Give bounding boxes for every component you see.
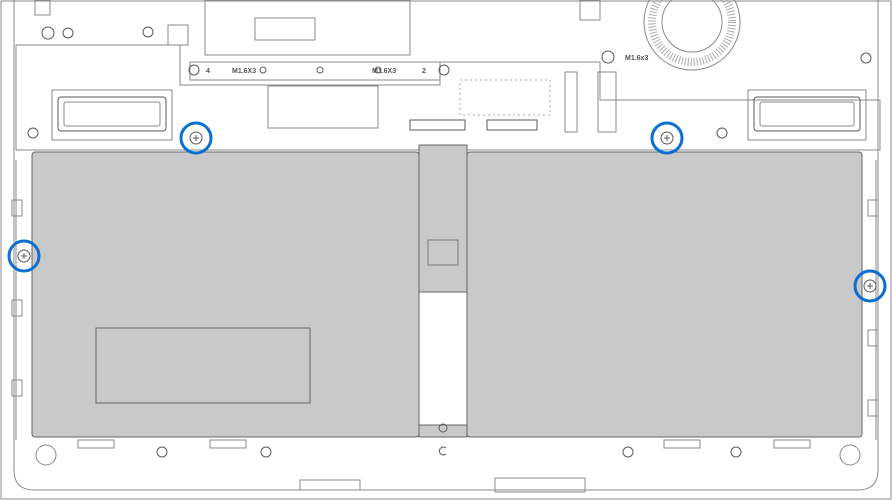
bracket-hole — [374, 66, 382, 74]
standoff — [142, 26, 154, 38]
heatsink-bracket — [189, 61, 441, 81]
speaker-right — [747, 89, 867, 141]
heatsink — [204, 0, 411, 56]
callout-battery-screw-right — [853, 269, 887, 303]
bracket-hole — [259, 66, 267, 74]
battery-cell-left — [31, 151, 420, 438]
fan-blades — [648, 0, 736, 66]
fan-hub — [661, 0, 723, 53]
motherboard-components — [34, 0, 617, 133]
fan — [643, 0, 741, 71]
fan-screw-label: M1.6x3 — [625, 55, 648, 62]
bottom-clips — [35, 439, 861, 493]
chassis-inner-edge — [13, 0, 879, 491]
battery-screw-icon — [17, 131, 877, 293]
screw-number-label: 4 — [206, 68, 210, 75]
screw-size-label: M1.6X3 — [372, 68, 396, 75]
upper-bay — [15, 44, 881, 151]
callout-battery-screw-top-left — [179, 121, 213, 155]
cpu-shield — [267, 85, 379, 129]
standoff — [716, 127, 728, 139]
screw-icon — [188, 64, 200, 76]
standoff — [27, 127, 39, 139]
battery-tab — [418, 424, 468, 438]
speaker-left — [51, 89, 173, 141]
battery-tab-hole — [438, 423, 448, 433]
battery-flex-cable — [418, 144, 468, 293]
callout-battery-screw-top-right — [650, 121, 684, 155]
standoff — [860, 52, 872, 64]
battery-connector — [427, 239, 459, 266]
screw-icon — [438, 64, 450, 76]
heatsink-pad — [254, 17, 316, 41]
battery-label-area — [95, 327, 311, 404]
screw-size-label: M1.6X3 — [232, 68, 256, 75]
screw-number-label: 2 — [422, 68, 426, 75]
bracket-hole — [316, 66, 324, 74]
battery — [31, 144, 863, 438]
battery-cell-right — [466, 151, 863, 438]
callout-battery-screw-left — [7, 239, 41, 273]
fan-screw-icon — [601, 50, 615, 64]
